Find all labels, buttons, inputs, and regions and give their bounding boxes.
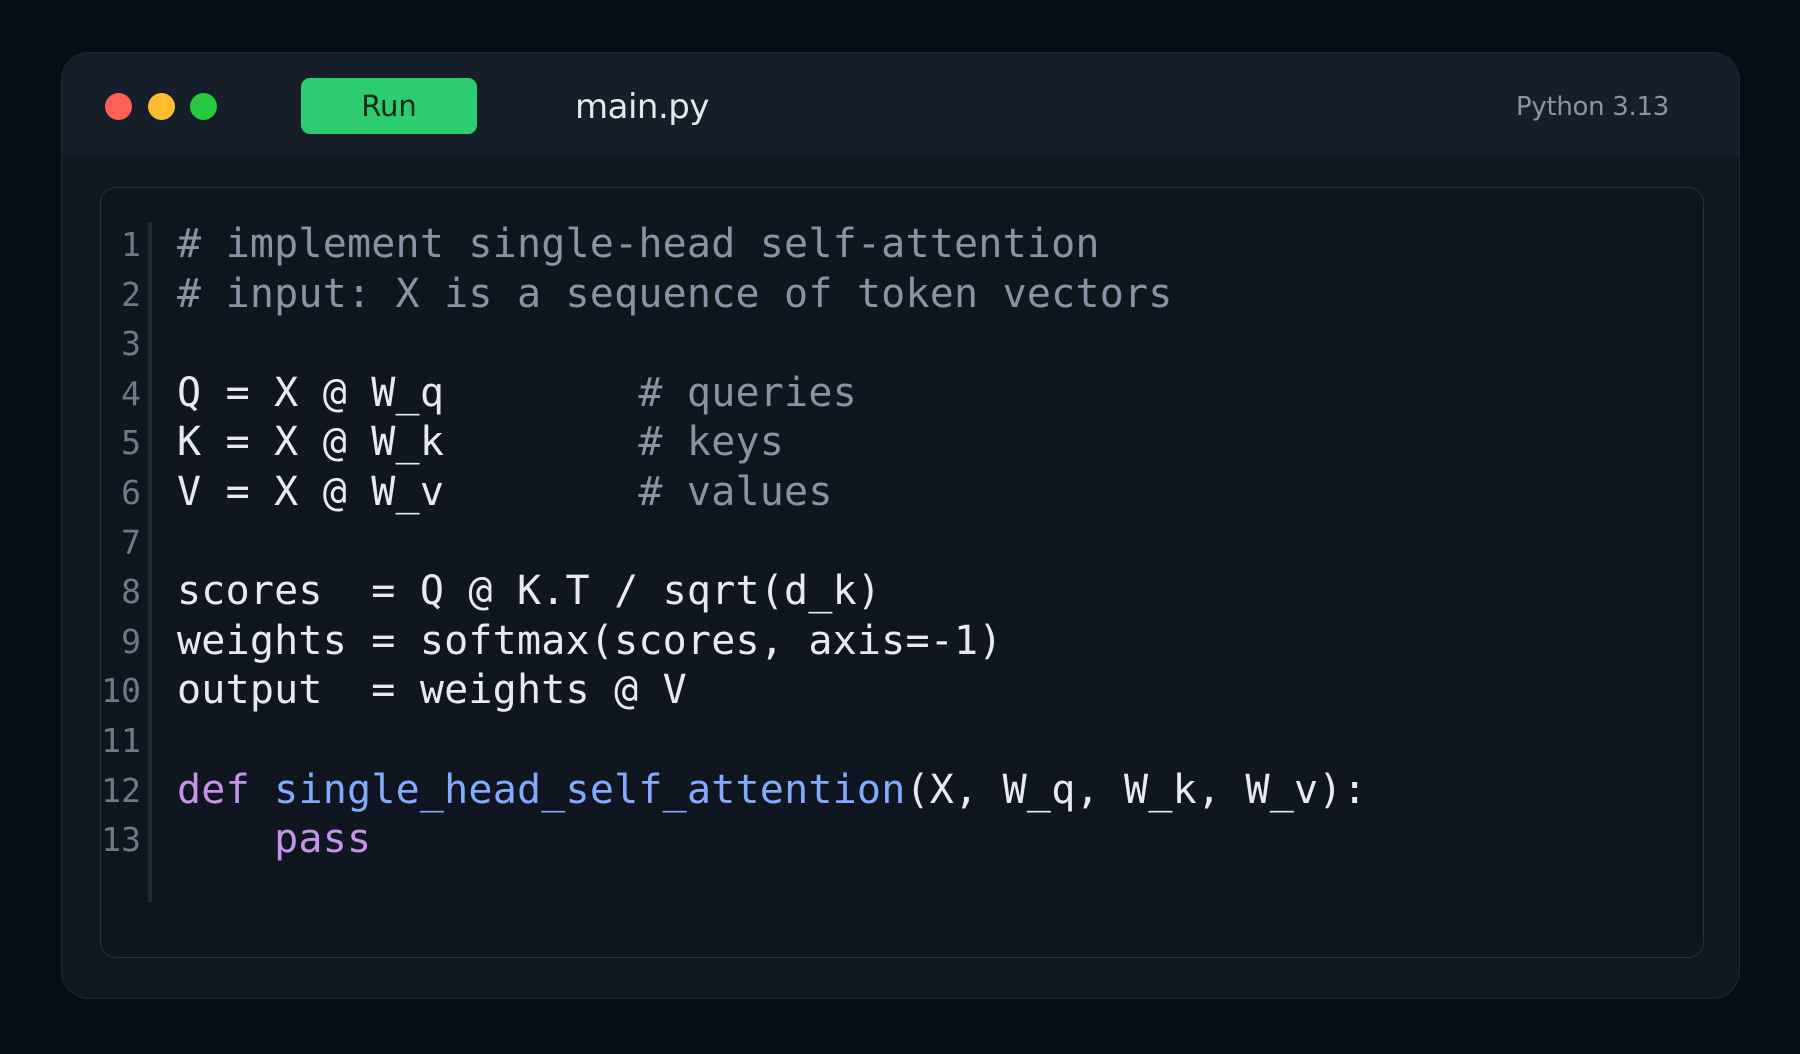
code-text: pass (177, 811, 371, 868)
maximize-window-button[interactable] (190, 93, 217, 120)
code-keyword: def (177, 766, 250, 813)
line-number: 13 (101, 820, 141, 860)
code-keyword: pass (274, 816, 372, 863)
line-number: 2 (121, 274, 141, 314)
gutter-divider (148, 222, 152, 902)
runtime-version-label: Python 3.13 (1516, 92, 1669, 122)
code-function-name: single_head_self_attention (274, 766, 906, 813)
line-number: 10 (101, 671, 141, 711)
line-number: 1 (121, 225, 141, 264)
code-comment: # input: X is a sequence of token vector… (177, 270, 1173, 317)
code-token: weights = softmax(scores, axis=-1) (177, 617, 1003, 664)
file-name-tab: main.py (575, 87, 709, 127)
code-line[interactable]: 11 (101, 712, 1703, 769)
code-text: weights = softmax(scores, axis=-1) (177, 613, 1003, 670)
code-line[interactable]: 3 (101, 315, 1703, 372)
line-number: 6 (121, 473, 141, 512)
code-line[interactable]: 12 def single_head_self_attention(X, W_q,… (101, 762, 1703, 819)
code-line[interactable]: 8 scores = Q @ K.T / sqrt(d_k) (101, 563, 1703, 620)
code-comment: # implement single-head self-attention (177, 221, 1100, 267)
code-comment: # values (638, 469, 833, 515)
code-token: scores = Q @ K.T / sqrt(d_k) (177, 568, 882, 615)
close-window-button[interactable] (105, 93, 132, 120)
code-token: Q = X @ W_q (177, 369, 639, 416)
code-text: Q = X @ W_q # queries (177, 365, 857, 422)
code-line[interactable]: 4 Q = X @ W_q # queries (101, 365, 1703, 422)
line-number: 11 (101, 721, 141, 760)
code-line[interactable]: 13 pass (101, 811, 1703, 868)
line-number: 7 (121, 522, 141, 562)
code-text: V = X @ W_v # values (177, 464, 833, 521)
code-text: scores = Q @ K.T / sqrt(d_k) (177, 563, 881, 620)
editor-window: Run main.py Python 3.13 1 # implement sin… (61, 52, 1740, 999)
code-line[interactable]: 1 # implement single-head self-attention (101, 216, 1703, 273)
code-text: output = weights @ V (177, 662, 687, 719)
code-token: (X, W_q, W_k, W_v): (905, 766, 1367, 813)
line-number: 3 (121, 324, 141, 364)
code-line[interactable]: 10 output = weights @ V (101, 662, 1703, 719)
line-number: 9 (121, 621, 141, 661)
code-token: K = X @ W_k (177, 419, 639, 466)
code-token: output = weights @ V (177, 667, 687, 714)
code-text: # input: X is a sequence of token vector… (177, 266, 1173, 323)
code-line[interactable]: 6 V = X @ W_v # values (101, 464, 1703, 521)
code-line[interactable]: 7 (101, 514, 1703, 571)
title-bar: Run main.py Python 3.13 (62, 53, 1739, 155)
code-comment: # queries (638, 369, 857, 416)
line-number: 8 (121, 572, 141, 612)
code-token (177, 816, 274, 862)
code-line[interactable]: 9 weights = softmax(scores, axis=-1) (101, 613, 1703, 670)
line-number: 4 (121, 373, 141, 413)
code-text: K = X @ W_k # keys (177, 414, 784, 471)
code-token: V = X @ W_v (177, 469, 639, 515)
code-text: def single_head_self_attention(X, W_q, W… (177, 762, 1367, 819)
line-number: 5 (121, 423, 141, 463)
minimize-window-button[interactable] (148, 93, 175, 120)
code-token (250, 767, 274, 813)
line-number: 12 (101, 770, 141, 810)
code-comment: # keys (638, 419, 785, 466)
run-button[interactable]: Run (301, 78, 477, 134)
code-line[interactable]: 2 # input: X is a sequence of token vecto… (101, 266, 1703, 323)
code-line[interactable]: 5 K = X @ W_k # keys (101, 414, 1703, 471)
code-text: # implement single-head self-attention (177, 216, 1100, 273)
